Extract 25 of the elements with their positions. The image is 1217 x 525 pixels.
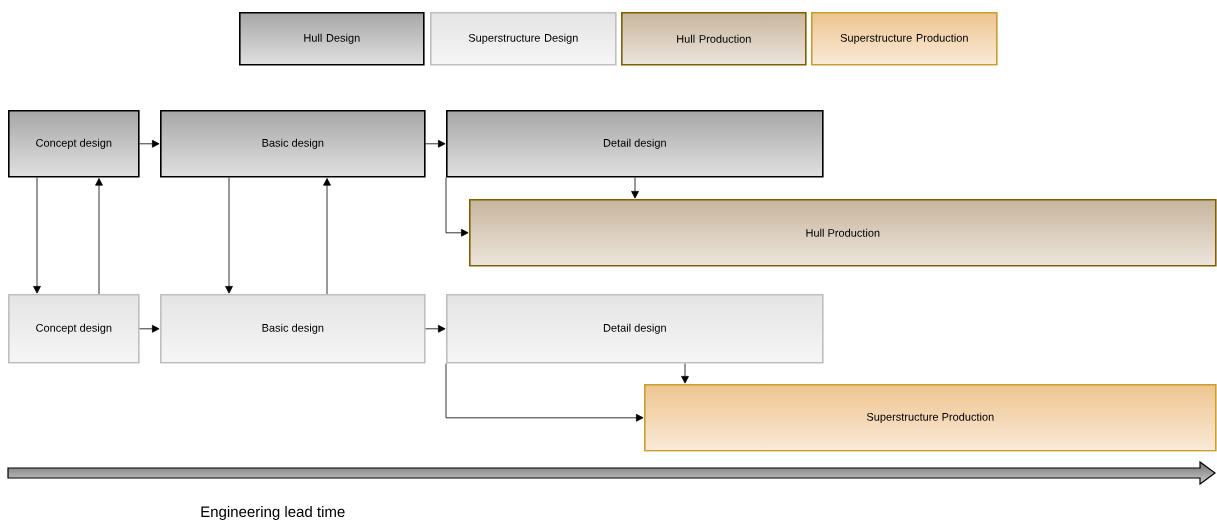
process-box: Basic design: [160, 294, 426, 364]
process-box: Basic design: [160, 110, 426, 178]
arrow: [631, 177, 639, 199]
legend-item: Superstructure Design: [430, 12, 617, 66]
axis-label: Engineering lead time: [201, 506, 345, 520]
arrow: [681, 363, 689, 384]
legend-item: Hull Design: [239, 12, 425, 66]
process-box: Concept design: [8, 294, 140, 364]
legend-item: Superstructure Production: [811, 12, 998, 66]
arrow: [139, 139, 160, 148]
arrow: [139, 324, 160, 333]
process-box: Concept design: [8, 110, 140, 178]
process-box: Detail design: [446, 110, 824, 178]
process-box: Superstructure Production: [644, 384, 1217, 452]
process-box: Detail design: [446, 294, 824, 364]
arrow: [425, 324, 446, 333]
arrow: [33, 177, 41, 294]
arrow: [225, 177, 233, 294]
arrow: [95, 178, 103, 295]
arrow: [425, 139, 446, 148]
arrow: [445, 363, 644, 422]
arrow: [445, 177, 469, 237]
arrow: [323, 178, 331, 295]
legend-item: Hull Production: [621, 12, 807, 66]
process-box: Hull Production: [469, 199, 1217, 267]
